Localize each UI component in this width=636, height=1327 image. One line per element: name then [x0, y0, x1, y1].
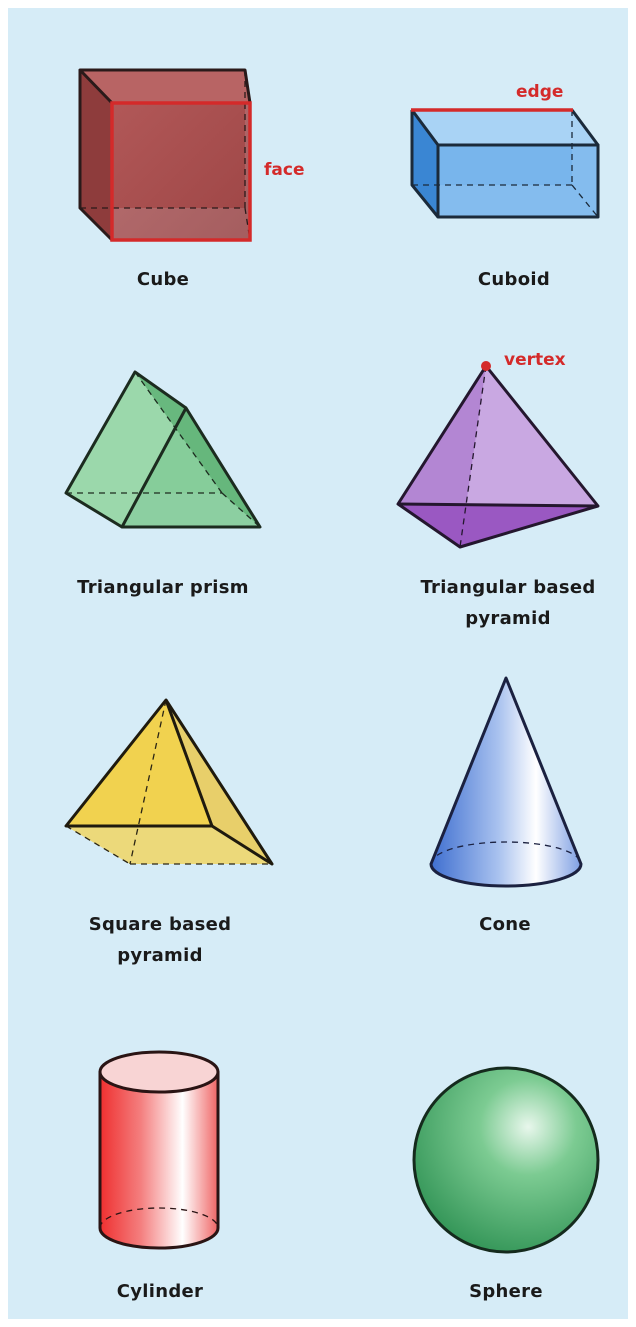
vertex-annotation: vertex: [504, 350, 566, 370]
square-pyramid-figure: [55, 690, 285, 875]
cylinder-figure: [90, 1040, 230, 1260]
cone-figure: [420, 670, 600, 895]
cuboid-figure: [400, 100, 610, 230]
cube-label: Cube: [43, 264, 283, 295]
triangular-prism-label: Triangular prism: [43, 572, 283, 603]
sphere-label: Sphere: [386, 1276, 626, 1307]
triangular-prism-figure: [55, 360, 275, 540]
vertex-point: [481, 361, 491, 371]
cone-label: Cone: [385, 909, 625, 940]
triangular-pyramid-label-line1: Triangular based: [388, 572, 628, 603]
face-annotation: face: [264, 160, 304, 180]
triangular-pyramid-label-line2: pyramid: [388, 603, 628, 634]
sphere-figure: [405, 1060, 605, 1260]
square-pyramid-label-line2: pyramid: [40, 940, 280, 971]
cuboid-label: Cuboid: [394, 264, 634, 295]
square-pyramid-label-line1: Square based: [40, 909, 280, 940]
triangular-pyramid-figure: [390, 355, 610, 555]
cube-figure: [70, 60, 260, 250]
edge-annotation: edge: [516, 82, 563, 102]
cylinder-label: Cylinder: [40, 1276, 280, 1307]
